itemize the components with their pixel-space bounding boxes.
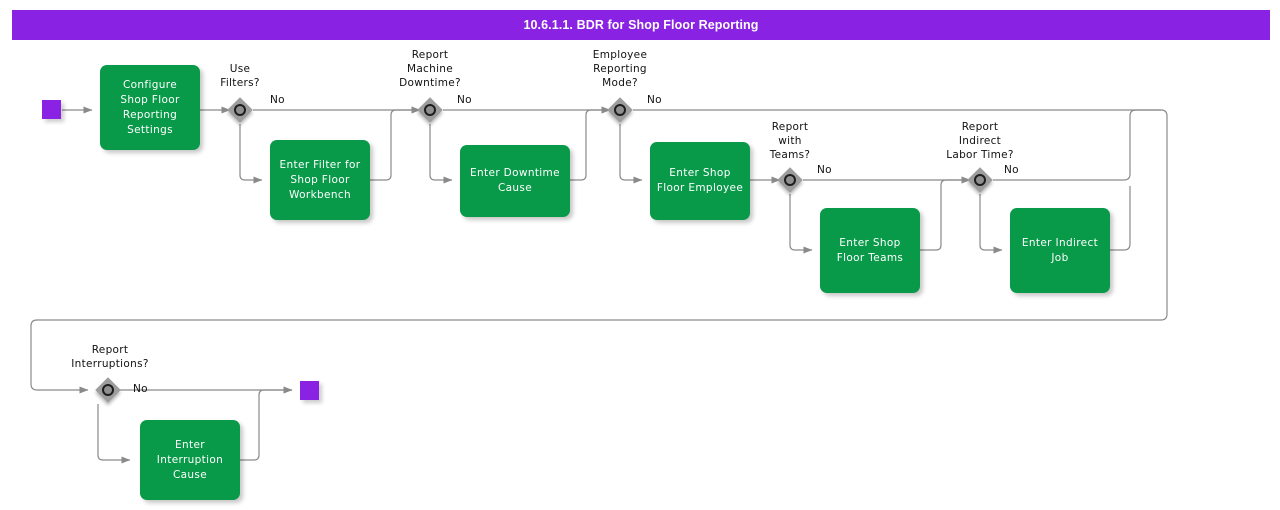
gateway-ring-icon	[784, 174, 796, 186]
task-label: Configure Shop Floor Reporting Settings	[120, 78, 180, 136]
task-enter-shop-floor-teams[interactable]: Enter Shop Floor Teams	[820, 208, 920, 293]
edge-label-employee-mode-no: No	[647, 94, 662, 106]
diagram-title: 10.6.1.1. BDR for Shop Floor Reporting	[523, 18, 759, 32]
edge-label-use-filters-no: No	[270, 94, 285, 106]
edge-label-indirect-no: No	[1004, 164, 1019, 176]
gateway-use-filters[interactable]	[227, 97, 253, 123]
gateway-employee-reporting-mode[interactable]	[607, 97, 633, 123]
task-enter-shop-floor-employee[interactable]: Enter Shop Floor Employee	[650, 142, 750, 220]
task-enter-downtime-cause[interactable]: Enter Downtime Cause	[460, 145, 570, 217]
gateway-caption-report-with-teams: Report with Teams?	[769, 121, 811, 161]
task-enter-interruption-cause[interactable]: Enter Interruption Cause	[140, 420, 240, 500]
wire-interruptions-yes	[97, 404, 131, 464]
wire-indirect-job-rejoin	[1110, 186, 1131, 251]
start-event[interactable]	[42, 100, 61, 119]
task-label: Enter Interruption Cause	[156, 438, 224, 481]
task-label: Enter Downtime Cause	[470, 167, 560, 194]
diagram-title-bar: 10.6.1.1. BDR for Shop Floor Reporting	[12, 10, 1270, 40]
wire-teams-rejoin	[920, 176, 971, 251]
edge-label-machine-downtime-no: No	[457, 94, 472, 106]
wire-employee-mode-yes	[619, 124, 643, 184]
wire-indirect-yes	[979, 194, 1003, 254]
task-label: Enter Filter for Shop Floor Workbench	[279, 158, 361, 201]
gateway-report-with-teams[interactable]	[777, 167, 803, 193]
task-label: Enter Shop Floor Teams	[836, 236, 904, 264]
gateway-caption-report-indirect-labor-time: Report Indirect Labor Time?	[946, 121, 1014, 161]
task-enter-filter-for-shop-floor-workbench[interactable]: Enter Filter for Shop Floor Workbench	[270, 140, 370, 220]
gateway-caption-report-interruptions: Report Interruptions?	[71, 344, 149, 370]
gateway-report-interruptions[interactable]	[95, 377, 121, 403]
wire-machine-downtime-yes	[429, 124, 453, 184]
wire-use-filters-yes	[239, 124, 263, 184]
edge-label-interruptions-no: No	[133, 383, 148, 395]
gateway-caption-report-machine-downtime: Report Machine Downtime?	[399, 49, 461, 89]
wire-teams-yes	[789, 194, 813, 254]
wire-interruption-rejoin	[240, 386, 293, 461]
gateway-ring-icon	[424, 104, 436, 116]
task-enter-indirect-job[interactable]: Enter Indirect Job	[1010, 208, 1110, 293]
gateway-ring-icon	[614, 104, 626, 116]
wire-downtime-rejoin	[570, 106, 611, 181]
task-configure-shop-floor-reporting-settings[interactable]: Configure Shop Floor Reporting Settings	[100, 65, 200, 150]
gateway-caption-use-filters: Use Filters?	[220, 63, 260, 89]
end-event[interactable]	[300, 381, 319, 400]
gateway-report-machine-downtime[interactable]	[417, 97, 443, 123]
gateway-caption-employee-reporting-mode: Employee Reporting Mode?	[592, 49, 648, 89]
gateway-report-indirect-labor-time[interactable]	[967, 167, 993, 193]
gateway-ring-icon	[234, 104, 246, 116]
gateway-ring-icon	[102, 384, 114, 396]
gateway-ring-icon	[974, 174, 986, 186]
wire-filter-rejoin	[370, 106, 421, 181]
task-label: Enter Indirect Job	[1021, 236, 1099, 264]
task-label: Enter Shop Floor Employee	[656, 167, 744, 194]
edge-label-teams-no: No	[817, 164, 832, 176]
